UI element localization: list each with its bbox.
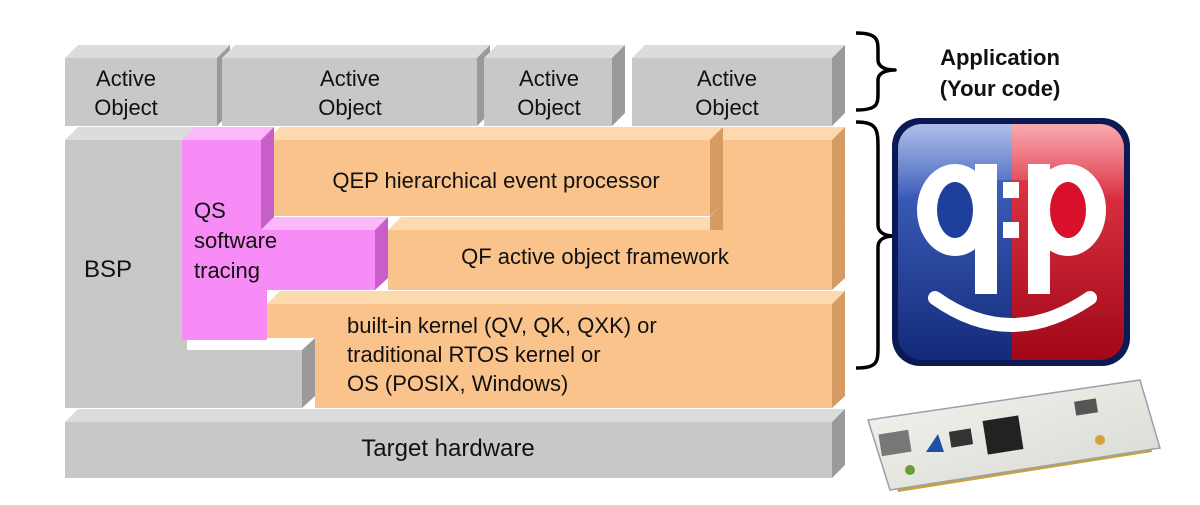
qs-label-line1: QS xyxy=(194,198,226,223)
logo-p-letter xyxy=(1028,164,1106,294)
target-hardware-block: Target hardware xyxy=(65,409,845,478)
logo-colon-dot-bottom xyxy=(1003,222,1019,238)
application-label-line1: Application xyxy=(940,45,1060,70)
active-object-2-line1: Active xyxy=(320,66,380,91)
kernel-block: built-in kernel (QV, QK, QXK) or traditi… xyxy=(267,291,845,408)
nucleo-board-image xyxy=(867,379,1161,492)
logo-colon-dot-top xyxy=(1003,182,1019,198)
active-object-2: Active Object xyxy=(222,45,490,126)
qf-label: QF active object framework xyxy=(461,244,730,269)
application-brace xyxy=(855,31,897,112)
framework-brace xyxy=(855,120,897,370)
active-object-3-line2: Object xyxy=(517,95,581,120)
qep-label: QEP hierarchical event processor xyxy=(332,168,659,193)
target-hardware-label: Target hardware xyxy=(361,435,534,462)
bsp-label: BSP xyxy=(84,256,132,283)
active-object-1-line2: Object xyxy=(94,95,158,120)
logo-smile xyxy=(928,291,1097,332)
qs-block: QS software tracing xyxy=(182,127,388,340)
qep-block: QEP hierarchical event processor xyxy=(267,127,845,230)
kernel-label-line2: traditional RTOS kernel or xyxy=(347,342,601,367)
qf-block: QF active object framework xyxy=(388,217,845,290)
active-object-1: Active Object xyxy=(65,45,230,126)
active-object-3-line1: Active xyxy=(519,66,579,91)
active-object-3: Active Object xyxy=(484,45,625,126)
logo-q-letter xyxy=(917,164,997,294)
qs-label-line3: tracing xyxy=(194,258,260,283)
active-object-4-line1: Active xyxy=(697,66,757,91)
qs-label-line2: software xyxy=(194,228,277,253)
active-object-2-line2: Object xyxy=(318,95,382,120)
kernel-label-line1: built-in kernel (QV, QK, QXK) or xyxy=(347,313,657,338)
active-object-4-line2: Object xyxy=(695,95,759,120)
application-label-line2: (Your code) xyxy=(940,76,1061,101)
active-object-4: Active Object xyxy=(632,45,845,126)
qp-logo xyxy=(892,118,1130,366)
kernel-label-line3: OS (POSIX, Windows) xyxy=(347,371,568,396)
active-object-1-line1: Active xyxy=(96,66,156,91)
